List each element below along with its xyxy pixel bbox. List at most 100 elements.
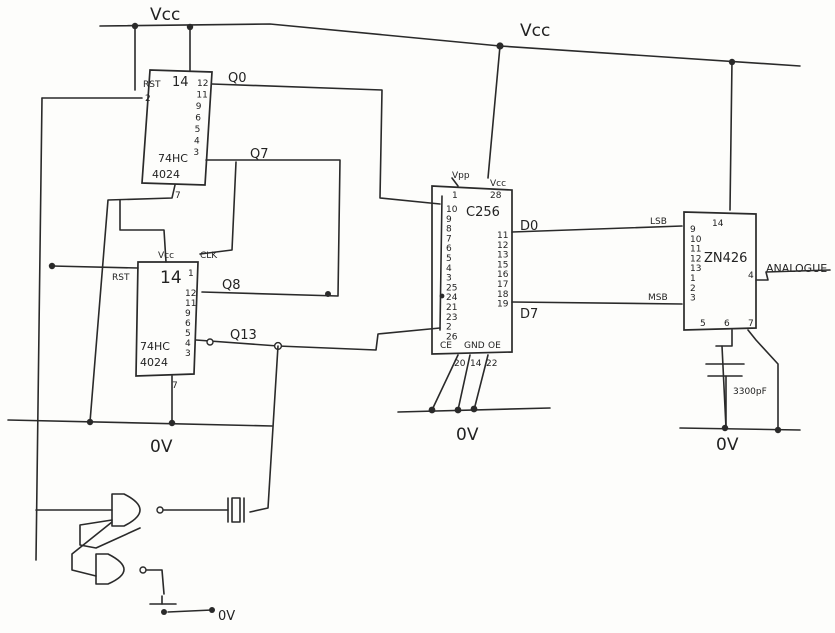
dac-left-pin-number: 9: [690, 225, 696, 235]
rom-left-pin-number: 10: [446, 205, 458, 215]
counter1-pin-vcc: 14: [172, 75, 189, 90]
rom-left-pin-number: 6: [446, 244, 452, 254]
dac-bottom-pin-number: 5: [700, 319, 706, 329]
rom-vcc-label: Vcc: [490, 179, 506, 189]
ground-rail-mid: [397, 354, 551, 414]
counter2-pin-number: 12: [185, 289, 196, 299]
dac-chip: [683, 211, 757, 331]
counter1-pin-number: 12: [197, 79, 208, 89]
rom-bottom-label: GND: [464, 341, 485, 351]
rom-left-pin-number: 4: [446, 264, 452, 274]
dac-left-pin-number: 10: [690, 235, 702, 245]
ground-rail-right: [679, 424, 801, 434]
rom-chip: [431, 185, 513, 355]
dac-name: ZN426: [704, 251, 747, 266]
ground-rail-left: [7, 418, 273, 427]
counter2-clk-label: CLK: [200, 251, 218, 261]
rom-left-pin-number: 8: [446, 225, 452, 235]
counter2-q8-label: Q8: [222, 278, 241, 293]
dac-output-label: ANALOGUE: [766, 262, 827, 275]
counter1-name-2: 4024: [152, 168, 180, 181]
dac-pin-out: 4: [748, 271, 754, 281]
counter1-pin-number: 5: [195, 125, 201, 135]
rom-left-pin-number: 2: [446, 323, 452, 333]
counter1-pin-number: 3: [193, 148, 199, 158]
dac-left-pin-number: 13: [690, 264, 701, 274]
rom-right-pin-number: 11: [497, 231, 508, 241]
counter2-rst-label: RST: [112, 273, 130, 283]
counter2-pin-number: 11: [185, 299, 196, 309]
rom-left-pin-number: 9: [446, 215, 452, 225]
rom-vpp-label: Vpp: [452, 171, 470, 181]
counter2-pin-gnd: 7: [172, 381, 178, 391]
counter2-pin-number: 4: [185, 339, 191, 349]
dac-left-pin-number: 11: [690, 245, 701, 255]
rom-bottom-pin-number: 20: [454, 359, 466, 369]
capacitor-label: 3300pF: [733, 387, 767, 397]
counter1-pin-rst: 2: [145, 94, 151, 104]
counter1-name: 74HC: [158, 152, 188, 165]
ground-label-right: 0V: [716, 435, 739, 455]
rom-left-pin-number: 25: [446, 283, 457, 293]
counter2-pin-number: 3: [185, 349, 191, 359]
rom-right-pin-number: 16: [497, 270, 509, 280]
counter1-pin-number: 11: [196, 91, 207, 101]
dac-msb-label: MSB: [648, 293, 668, 303]
rom-right-pin-number: 17: [497, 280, 508, 290]
rom-left-pin-number: 7: [446, 234, 452, 244]
counter2-pin-vcc: 14: [160, 268, 182, 288]
counter2-pin-number: 9: [185, 309, 191, 319]
ground-label-left: 0V: [150, 437, 173, 457]
rom-right-pin-number: 12: [497, 241, 508, 251]
dac-bottom-pin-number: 6: [724, 319, 730, 329]
counter1-q7-label: Q7: [250, 147, 269, 162]
ground-label-mid: 0V: [456, 425, 479, 445]
rom-left-pin-number: 24: [446, 293, 458, 303]
rom-right-pin-number: 19: [497, 300, 509, 310]
rom-bottom-pin-number: 14: [470, 359, 482, 369]
rom-d0-label: D0: [520, 219, 538, 234]
dac-left-pin-number: 12: [690, 254, 701, 264]
dac-pin-vcc: 14: [712, 219, 724, 229]
nand-latch: [35, 493, 229, 595]
push-switch: [149, 595, 215, 615]
capacitor: [705, 363, 745, 429]
rom-right-pin-number: 13: [497, 251, 508, 261]
rom-left-pin-number: 21: [446, 303, 457, 313]
rom-pin-vcc: 28: [490, 191, 502, 201]
rom-left-pin-number: 5: [446, 254, 452, 264]
counter2-name: 74HC: [140, 340, 170, 353]
rom-d7-label: D7: [520, 307, 538, 322]
rom-left-pin-number: 23: [446, 313, 457, 323]
counter1-rst-label: RST: [143, 80, 161, 90]
rom-left-pin-number: 3: [446, 274, 452, 284]
counter1-pin-number: 4: [194, 137, 200, 147]
counter-chip-2: [135, 261, 199, 377]
rom-address-wiring: [439, 177, 459, 331]
rom-right-pin-number: 15: [497, 260, 508, 270]
counter1-pin-gnd: 7: [175, 191, 181, 201]
ground-label-switch: 0V: [218, 609, 235, 624]
counter1-q0-label: Q0: [228, 71, 247, 86]
dac-lsb-label: LSB: [650, 217, 667, 227]
rom-right-pin-number: 18: [497, 290, 509, 300]
counter2-q13-label: Q13: [230, 328, 257, 343]
crystal: [227, 497, 245, 523]
dac-left-pin-number: 1: [690, 274, 696, 284]
counter-wiring: [35, 83, 441, 561]
counter1-pin-number: 9: [196, 102, 202, 112]
vcc-label-mid: Vcc: [520, 21, 550, 41]
dac-left-pin-number: 2: [690, 284, 696, 294]
rom-bottom-label: OE: [488, 341, 501, 351]
rom-pin-vpp: 1: [452, 191, 458, 201]
counter2-name-2: 4024: [140, 356, 168, 369]
